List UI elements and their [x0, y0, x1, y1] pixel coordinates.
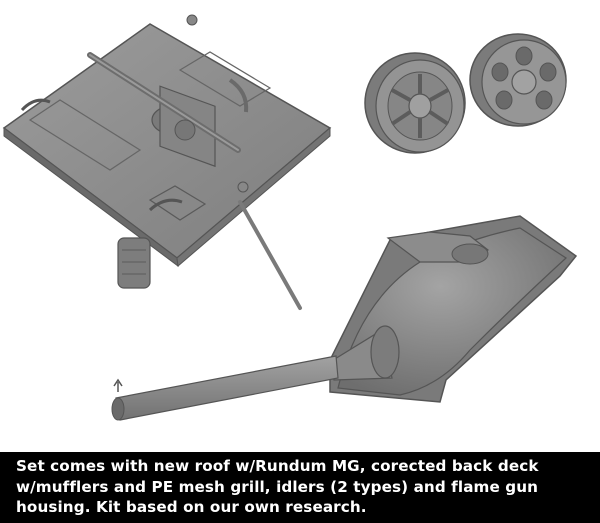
roof-plate-part	[2, 14, 332, 268]
caption-line-1: Set comes with new roof w/Rundum MG, cor…	[16, 457, 539, 475]
model-parts-render	[2, 14, 578, 421]
caption-line-2: w/mufflers and PE mesh grill, idlers (2 …	[16, 477, 539, 496]
flame-gun-barrel-part	[111, 355, 339, 421]
flame-gun-housing-part	[329, 215, 578, 403]
muffler-part	[117, 237, 151, 289]
antenna-rod-part	[238, 200, 302, 310]
caption-line-3: housing. Kit based on our own research.	[16, 498, 367, 516]
idler-wheel-type-2	[469, 33, 567, 127]
idler-wheel-type-1	[364, 52, 466, 154]
caption-box: Set comes with new roof w/Rundum MG, cor…	[0, 452, 600, 523]
